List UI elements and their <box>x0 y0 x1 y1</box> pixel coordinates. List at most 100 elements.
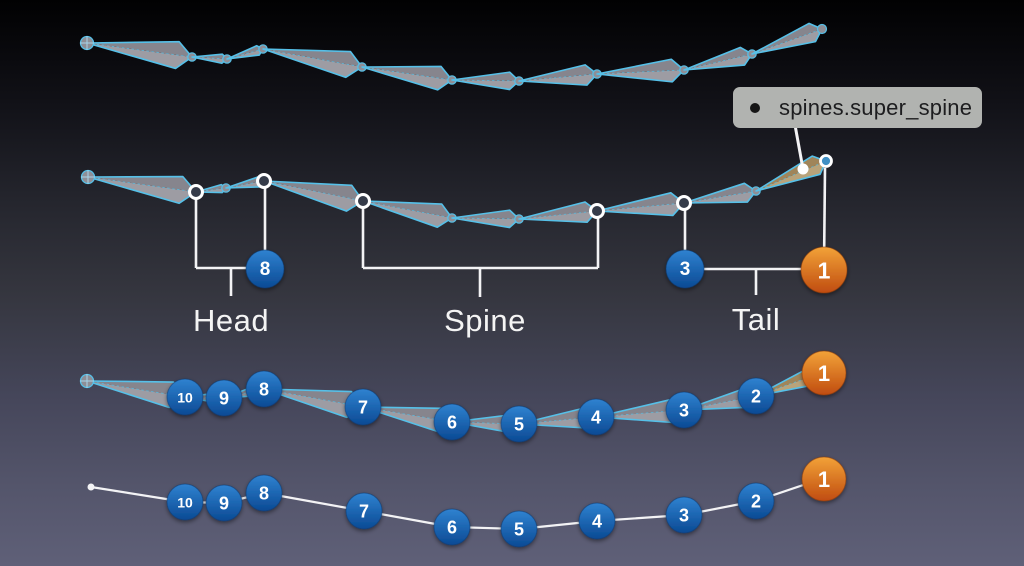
section-label-head: Head <box>192 303 270 338</box>
bone-face-upper <box>597 203 684 216</box>
bone-face-upper <box>519 74 597 86</box>
bone-back-edge <box>87 176 197 193</box>
bone-face-lower <box>87 381 185 397</box>
badge-circle <box>245 474 283 512</box>
bone-face-upper <box>519 417 596 428</box>
bone-face-lower <box>684 183 756 203</box>
bone-back-edge <box>361 66 453 81</box>
bone-back-edge <box>751 28 823 55</box>
bone-number-badge: 4 <box>578 502 616 540</box>
bone-back-edge <box>263 180 364 202</box>
badge-circle <box>500 405 538 443</box>
bone-face-upper <box>87 381 185 408</box>
badge-number: 10 <box>177 390 193 406</box>
callout-line <box>793 124 805 170</box>
badge-circle <box>737 482 775 520</box>
bone-face-lower <box>756 156 826 191</box>
badge-circle <box>665 249 705 289</box>
joint-ring <box>589 203 605 219</box>
badge-number: 8 <box>259 380 269 400</box>
callout-dot <box>797 163 809 175</box>
super-spine-badge-circle <box>801 350 847 396</box>
bone-number-badge: 10 <box>166 378 204 416</box>
badge-circle <box>166 483 204 521</box>
badge-number: 1 <box>818 361 830 386</box>
bone-face-upper <box>87 43 192 69</box>
root-cross-icon <box>80 374 94 388</box>
bone-face-lower <box>192 54 227 59</box>
badge-number: 3 <box>679 506 689 526</box>
badge-number: 9 <box>219 494 229 514</box>
badge-number: 9 <box>219 389 229 409</box>
root-cross-icon <box>81 170 95 184</box>
tip-knob <box>816 23 828 35</box>
bone-number-badge: 9 <box>205 484 243 522</box>
badge-number: 6 <box>447 413 457 433</box>
badge-circle <box>665 496 703 534</box>
badge-number: 8 <box>259 484 269 504</box>
bone-name-tooltip: spines.super_spine <box>733 87 982 128</box>
badge-circle <box>245 249 285 289</box>
wire-root-dot <box>87 483 95 491</box>
bone-number-badge: 8 <box>245 370 283 408</box>
badge-circle <box>344 388 382 426</box>
bone-back-edge <box>451 79 520 82</box>
badge-circle <box>345 492 383 530</box>
badge-circle <box>665 391 703 429</box>
badge-circle <box>245 370 283 408</box>
bone-number-badge: 1 <box>801 350 847 396</box>
badge-circle <box>433 403 471 441</box>
bone-face-upper <box>596 410 684 423</box>
bone-face-lower <box>684 47 752 70</box>
bone-name-label: spines.super_spine <box>779 94 973 120</box>
bone-face-upper <box>264 389 363 418</box>
bone-back-edge <box>518 73 598 82</box>
section-label-spine: Spine <box>444 303 526 338</box>
bone-face-upper <box>88 177 196 204</box>
bone-number-badge: 3 <box>665 391 703 429</box>
joint-ring <box>355 193 371 209</box>
bone-face-upper <box>263 49 362 78</box>
bone-back-edge <box>683 53 753 71</box>
bone-face-lower <box>452 72 519 81</box>
badge-circle <box>166 378 204 416</box>
badge-circle <box>433 508 471 546</box>
super-spine-head-ring <box>819 154 833 168</box>
badge-circle <box>205 379 243 417</box>
bone-face-upper <box>264 181 363 212</box>
bone-number-badge: 9 <box>205 379 243 417</box>
bone-number-badge: 3 <box>665 249 705 289</box>
badge-number: 1 <box>818 467 830 492</box>
bone-number-badge: 8 <box>245 249 285 289</box>
bone-back-edge <box>226 48 264 60</box>
joint-ring <box>256 173 272 189</box>
bone-back-edge <box>518 210 598 220</box>
section-label-tail: Tail <box>731 302 781 337</box>
bone-number-badge: 6 <box>433 508 471 546</box>
bone-back-edge <box>362 200 453 219</box>
bone-number-badge: 4 <box>577 398 615 436</box>
bone-back-edge <box>262 48 363 68</box>
bone-number-badge: 5 <box>500 510 538 548</box>
badge-circle <box>205 484 243 522</box>
bullet-icon <box>750 102 760 113</box>
bone-number-badge: 1 <box>800 246 848 294</box>
bone-face-upper <box>597 70 684 82</box>
badge-number: 4 <box>591 408 601 428</box>
badge-circle <box>577 398 615 436</box>
bone-number-badge: 8 <box>245 474 283 512</box>
bone-number-badge: 7 <box>345 492 383 530</box>
bone-face-upper <box>362 67 452 90</box>
badge-number: 3 <box>679 401 689 421</box>
badge-number: 10 <box>177 495 193 511</box>
badge-number: 5 <box>514 415 524 435</box>
badge-number: 7 <box>358 398 368 418</box>
badge-number: 1 <box>818 258 831 284</box>
bone-number-badge: 1 <box>801 456 847 502</box>
super-spine-badge-circle <box>801 456 847 502</box>
bone-face-lower <box>452 210 519 219</box>
root-cross-icon <box>80 36 94 50</box>
badge-number: 3 <box>680 259 691 280</box>
